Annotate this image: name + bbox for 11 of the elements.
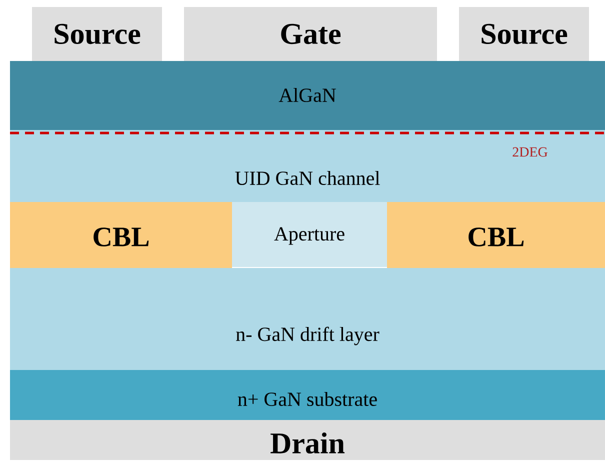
electrode-contact: Gate bbox=[184, 7, 437, 61]
semiconductor-layer: AlGaN bbox=[10, 61, 605, 130]
semiconductor-layer: n- GaN drift layer bbox=[10, 268, 605, 370]
semiconductor-layer: n+ GaN substrate bbox=[10, 370, 605, 420]
electrode-contact: Source bbox=[32, 7, 162, 61]
layer-label: 2DEG bbox=[512, 147, 548, 157]
blocking-layer: CBL bbox=[10, 202, 232, 268]
electrode-contact: Source bbox=[459, 7, 589, 61]
blocking-layer: CBL bbox=[387, 202, 605, 268]
electrode-contact: Drain bbox=[10, 420, 605, 460]
semiconductor-layer: Aperture bbox=[232, 202, 387, 267]
